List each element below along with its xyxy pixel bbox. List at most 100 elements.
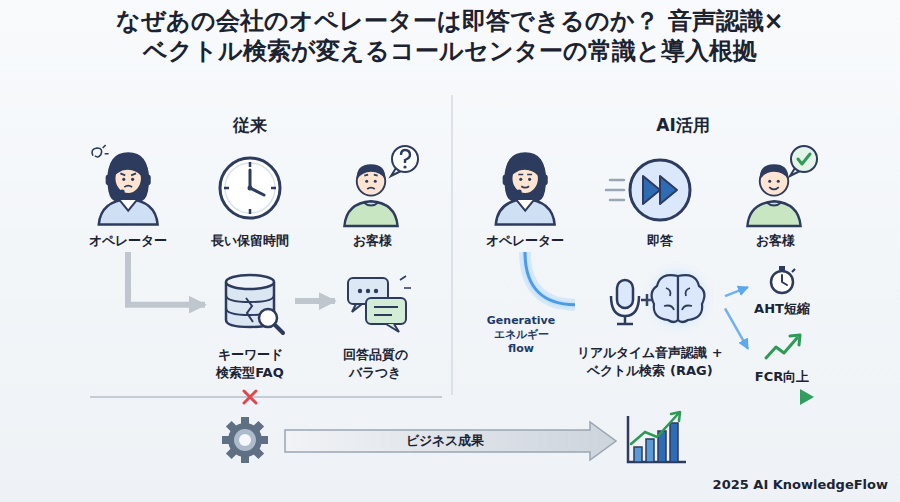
mic-icon [617, 316, 633, 324]
stopwatch-icon [779, 266, 785, 270]
icon-node: オペレーター [78, 142, 178, 252]
operator-icon [92, 145, 158, 224]
operator-icon [519, 178, 522, 181]
trend-icon [766, 335, 800, 358]
node-label: リアルタイム音声認識 + ベクトル検索 (RAG) [575, 344, 725, 380]
bar-chart-icon [634, 447, 642, 462]
chat-icon [374, 307, 398, 315]
mic-icon [611, 280, 639, 324]
operator-icon [124, 186, 132, 187]
customer-icon [344, 164, 397, 226]
connector [525, 252, 575, 305]
icon-node: お客様 [725, 142, 825, 252]
customer-icon [367, 188, 375, 189]
clock-icon [248, 186, 253, 191]
icon-node: 長い保留時間 [200, 142, 300, 252]
connector [128, 252, 205, 305]
node-label: FCR向上 [748, 368, 816, 386]
connector-line [128, 252, 205, 305]
stopwatch-icon [771, 271, 793, 293]
gear-icon [234, 429, 256, 451]
connector [725, 308, 748, 348]
bar-chart-icon [670, 423, 678, 462]
operator-icon [99, 154, 158, 225]
section-divider [451, 95, 453, 395]
bar-chart-icon [631, 414, 678, 444]
clock-icon [225, 163, 275, 213]
clock-icon [220, 158, 280, 218]
chat-icon [366, 298, 406, 324]
chat-icon [386, 324, 399, 332]
fast-forward-icon [606, 180, 624, 200]
check-bubble [791, 146, 817, 172]
gear-icon [239, 434, 251, 446]
trend-icon [790, 335, 800, 345]
progress-arrow [800, 389, 814, 405]
database-icon [246, 298, 253, 322]
brain-icon [652, 272, 704, 324]
connector-line [525, 252, 575, 305]
database-icon [275, 325, 283, 333]
fast-forward-icon [643, 176, 660, 204]
customer-icon [768, 180, 771, 183]
fast-forward-icon [606, 160, 690, 220]
chat-icon [366, 289, 370, 293]
brain-icon [678, 275, 704, 322]
stopwatch-icon [782, 275, 787, 285]
operator-icon [496, 154, 555, 225]
node-label: 回答品質の バラつき [335, 346, 415, 382]
title: なぜあの会社のオペレーターは即答できるのか？ 音声認識×ベクトル検索が変えるコー… [10, 6, 890, 66]
customer-icon [769, 187, 779, 189]
brain-icon [652, 275, 678, 322]
brain-icon [664, 288, 692, 310]
node-label: 長い保留時間 [200, 232, 300, 250]
question-bubble [403, 165, 406, 168]
stopwatch-icon [771, 266, 795, 293]
bar-chart-icon [646, 439, 654, 462]
progress-arrow [458, 389, 814, 405]
icon-node: AHT短縮 [748, 262, 816, 318]
operator-icon [521, 186, 529, 187]
node-label: お客様 [322, 232, 422, 250]
question-bubble [392, 146, 418, 172]
gear-icon [222, 417, 268, 463]
connector-line [725, 308, 748, 348]
node-label: オペレーター [78, 232, 178, 250]
mic-icon [617, 280, 633, 308]
customer-icon [364, 174, 377, 177]
mic-icon [611, 296, 639, 316]
chat-icon [374, 289, 378, 293]
customer-icon [365, 180, 368, 183]
node-label: 即答 [610, 232, 710, 250]
operator-icon [518, 174, 532, 176]
database-icon [226, 275, 283, 333]
fast-forward-icon [660, 176, 677, 204]
check-bubble [798, 154, 810, 164]
customer-icon [777, 180, 780, 183]
icon-node: オペレーター [475, 142, 575, 252]
gear-icon [228, 423, 262, 457]
customer-icon [747, 164, 800, 226]
node-label: キーワード 検索型FAQ [205, 346, 295, 382]
icon-node: キーワード 検索型FAQ [205, 262, 295, 384]
customer-icon [344, 164, 397, 226]
stopwatch-icon [792, 269, 795, 272]
fast-forward-icon [630, 160, 690, 220]
bar-chart-icon [628, 412, 686, 462]
brain-icon [652, 272, 705, 324]
icon-node: リアルタイム音声認識 + ベクトル検索 (RAG) [575, 262, 725, 384]
connector [295, 301, 335, 302]
chat-icon [358, 289, 362, 293]
chat-icon [400, 276, 411, 288]
bar-chart-icon [671, 412, 680, 421]
operator-icon [92, 148, 102, 157]
connector-line [725, 287, 748, 296]
check-bubble [790, 146, 817, 176]
icon-node: お客様 [322, 142, 422, 252]
connector-line [525, 252, 575, 305]
operator-icon [528, 178, 531, 181]
result-arrow [285, 422, 616, 460]
